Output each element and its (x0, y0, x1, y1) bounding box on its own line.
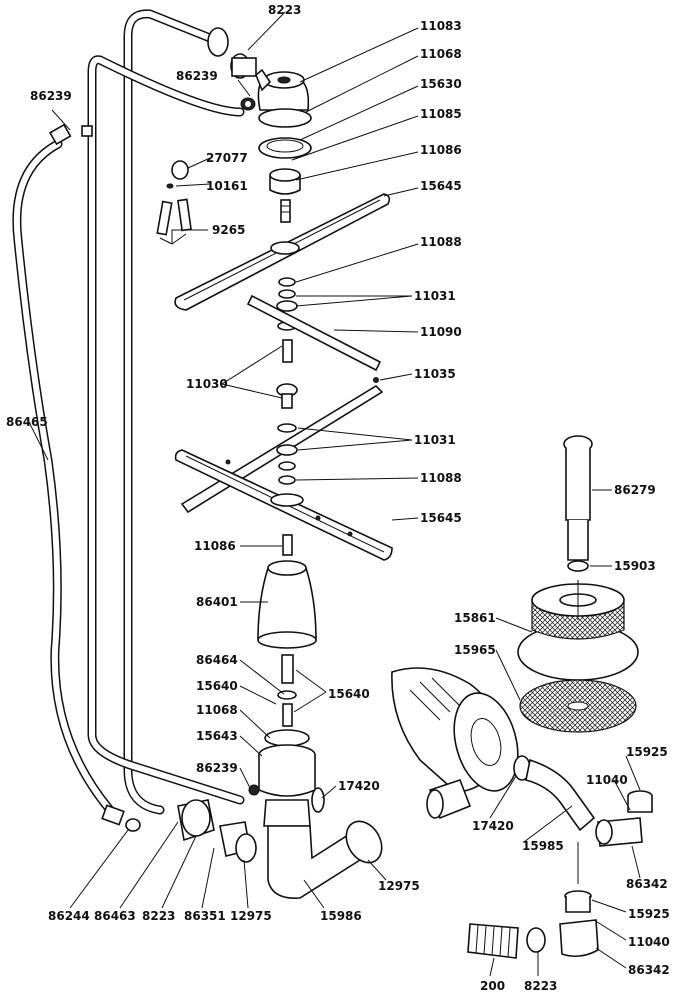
label-86342-bot: 86342 (628, 963, 670, 977)
bellows-hose-200 (467, 923, 546, 959)
pipe-segment-motor (426, 778, 472, 820)
label-86239-top: 86239 (176, 69, 218, 83)
lower-hose-86351 (177, 799, 257, 863)
label-11083: 11083 (420, 19, 462, 33)
clamp-17420-right (311, 787, 325, 813)
label-86244: 86244 (48, 909, 90, 923)
label-15640-right: 15640 (328, 687, 370, 701)
outlet-fitting-15925-top (595, 790, 653, 847)
label-15645-mid: 15645 (420, 511, 462, 525)
label-86351: 86351 (184, 909, 226, 923)
label-15925-bot: 15925 (628, 907, 670, 921)
label-15630: 15630 (420, 77, 462, 91)
label-11040-bot: 11040 (628, 935, 670, 949)
label-86465: 86465 (6, 415, 48, 429)
stem-11030 (276, 339, 298, 409)
washer-86239-top (240, 97, 256, 111)
filter-screen-15965 (519, 679, 637, 733)
lower-spray-arm-15645 (174, 449, 393, 561)
top-hose-clamp-8223 (207, 27, 257, 79)
label-15965: 15965 (454, 643, 496, 657)
bushing-11085 (269, 168, 301, 195)
label-17420-right: 17420 (338, 779, 380, 793)
label-11088-mid: 11088 (420, 471, 462, 485)
label-86463: 86463 (94, 909, 136, 923)
label-86342-top: 86342 (626, 877, 668, 891)
pump-assembly-11068-15643 (248, 729, 316, 827)
label-15645-top: 15645 (420, 179, 462, 193)
label-11068-top: 11068 (420, 47, 462, 61)
label-9265: 9265 (212, 223, 245, 237)
label-27077: 27077 (206, 151, 248, 165)
label-15986: 15986 (320, 909, 362, 923)
motor-15860 (391, 667, 519, 793)
long-tube-outer (123, 9, 220, 815)
label-12975-bot: 12975 (230, 909, 272, 923)
label-8223-br: 8223 (524, 979, 557, 993)
label-10161: 10161 (206, 179, 248, 193)
washers-11088-11031-top (276, 277, 298, 331)
part-labels: 8223 11083 11068 86239 15630 86239 11085… (6, 3, 670, 993)
top-inlet-housing-11083 (255, 68, 310, 111)
label-11090: 11090 (420, 325, 462, 339)
label-15643: 15643 (196, 729, 238, 743)
label-11035: 11035 (414, 367, 456, 381)
label-8223-bot: 8223 (142, 909, 175, 923)
label-17420-mid: 17420 (472, 819, 514, 833)
label-86279: 86279 (614, 483, 656, 497)
hose-fitting-left (48, 123, 141, 832)
label-86401: 86401 (196, 595, 238, 609)
label-15861: 15861 (454, 611, 496, 625)
label-11030: 11030 (186, 377, 228, 391)
label-86464: 86464 (196, 653, 238, 667)
gasket-15630 (258, 137, 312, 159)
label-200: 200 (480, 979, 505, 993)
label-11031-mid: 11031 (414, 433, 456, 447)
leader-lines (27, 11, 641, 977)
filter-housing-86401 (257, 560, 317, 649)
stem-11086-top (280, 199, 291, 223)
label-8223-top: 8223 (268, 3, 301, 17)
flex-hose-86465 (12, 139, 115, 815)
label-11031-top: 11031 (414, 289, 456, 303)
label-11086-top: 11086 (420, 143, 462, 157)
spray-tube-11090 (246, 294, 382, 372)
label-86239-left: 86239 (30, 89, 72, 103)
hose-15985 (525, 758, 596, 832)
stem-11086-mid (282, 534, 293, 556)
label-86239-bot: 86239 (196, 761, 238, 775)
small-parts-27077-10161-9265 (156, 160, 192, 236)
clamp-12975-right (345, 820, 383, 864)
label-11068-bot: 11068 (196, 703, 238, 717)
outlet-fitting-15925-bot (559, 890, 599, 958)
label-11085: 11085 (420, 107, 462, 121)
label-15640-left: 15640 (196, 679, 238, 693)
label-11088-top: 11088 (420, 235, 462, 249)
filter-cup-86279 (563, 435, 593, 572)
long-tube-inner (87, 55, 245, 805)
label-12975-right: 12975 (378, 879, 420, 893)
label-15925-top: 15925 (626, 745, 668, 759)
label-11040-top: 11040 (586, 773, 628, 787)
seal-ring-11068-top (258, 108, 312, 128)
label-15903: 15903 (614, 559, 656, 573)
label-11086-mid: 11086 (194, 539, 236, 553)
washers-11031-11088-mid (276, 423, 298, 485)
label-15985: 15985 (522, 839, 564, 853)
shaft-86464 (277, 654, 297, 727)
